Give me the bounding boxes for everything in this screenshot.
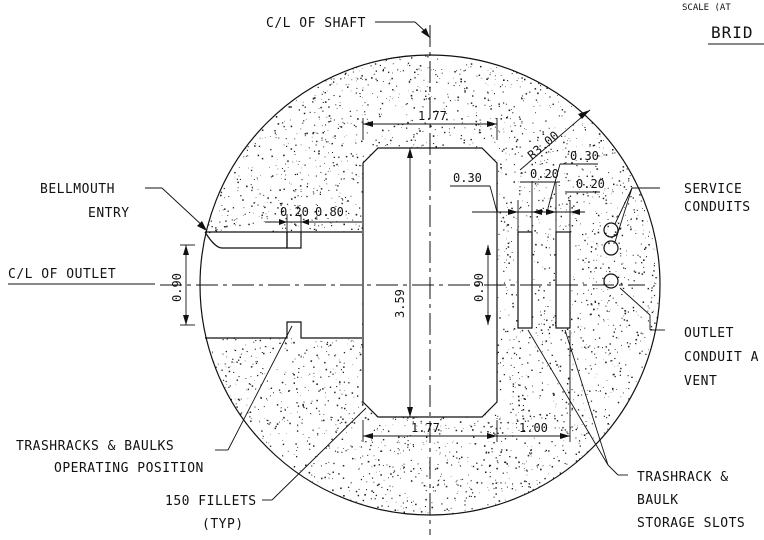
- label-trashracks-baulks: TRASHRACKS & BAULKS: [16, 439, 174, 454]
- label-bellmouth: BELLMOUTH: [40, 182, 115, 197]
- label-outlet: OUTLET: [684, 326, 734, 341]
- label-bellmouth-entry: ENTRY: [88, 206, 130, 221]
- leader-lines: [145, 21, 665, 501]
- label-baulk: BAULK: [637, 493, 679, 508]
- groove-bottom: [287, 322, 301, 338]
- label-vent: VENT: [684, 374, 717, 389]
- label-cl-outlet: C/L OF OUTLET: [8, 267, 116, 282]
- label-fillets: 150 FILLETS: [165, 494, 257, 509]
- dim-top-width: 1.77: [418, 109, 447, 123]
- dim-slot-b: 0.80: [315, 205, 344, 219]
- label-trashrack: TRASHRACK &: [637, 470, 729, 485]
- outlet-conduit-vent: [603, 273, 619, 289]
- storage-slot-right: [556, 232, 570, 328]
- dim-left-opening: 0.90: [170, 273, 184, 302]
- dim-slot-a: 0.20: [280, 205, 309, 219]
- dim-slot-width-2: 0.20: [576, 177, 605, 191]
- label-operating-position: OPERATING POSITION: [54, 461, 204, 476]
- dim-gap-left: 0.30: [453, 171, 482, 185]
- dimension-lines: [180, 109, 600, 442]
- groove-top: [287, 232, 301, 248]
- opening-outlines: [204, 147, 619, 418]
- dim-slot-width-1: 0.20: [530, 167, 559, 181]
- dim-gap-right: 0.30: [570, 149, 599, 163]
- dim-right-opening: 0.90: [472, 273, 486, 302]
- scale-note: SCALE (AT: [682, 3, 731, 13]
- label-service-conduits: CONDUITS: [684, 200, 751, 215]
- label-outlet-conduit: CONDUIT A: [684, 350, 759, 365]
- label-cl-shaft: C/L OF SHAFT: [266, 16, 366, 31]
- service-conduit-1: [603, 222, 619, 238]
- drawing-title: BRID: [711, 23, 754, 42]
- label-service: SERVICE: [684, 182, 742, 197]
- dim-bottom-right: 1.00: [519, 421, 548, 435]
- label-fillets-typ: (TYP): [202, 517, 244, 532]
- dim-bottom-width: 1.77: [411, 421, 440, 435]
- label-storage-slots: STORAGE SLOTS: [637, 516, 745, 531]
- dim-height: 3.59: [393, 289, 407, 318]
- storage-slot-left: [518, 232, 532, 328]
- centre-lines: [160, 25, 645, 535]
- service-conduit-2: [603, 240, 619, 256]
